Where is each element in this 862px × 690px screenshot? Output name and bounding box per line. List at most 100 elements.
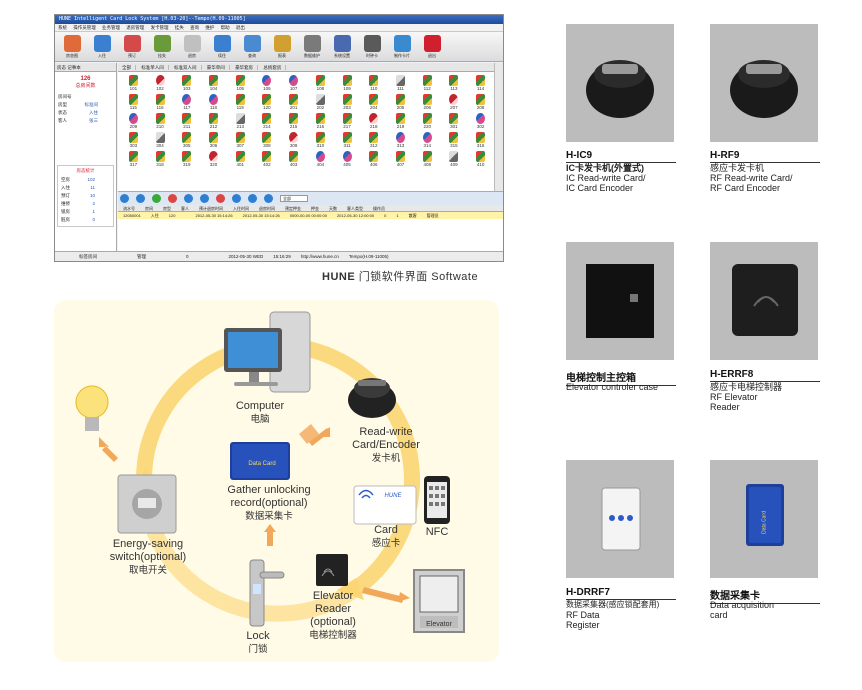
room-status-icon: [289, 75, 299, 86]
room-number: 218: [370, 124, 378, 129]
room-cell: 408: [414, 151, 441, 167]
table-cell: 2012-05-30 12:00:00: [336, 213, 375, 218]
room-number: 407: [396, 162, 405, 167]
room-cell: 215: [280, 113, 307, 129]
phone-illustration: [424, 476, 450, 524]
action-icon: [216, 194, 225, 203]
room-cell: 316: [467, 132, 494, 148]
room-cell: 220: [414, 113, 441, 129]
menu-item: 查询: [190, 25, 200, 30]
room-status-icon: [315, 94, 325, 105]
room-status-icon: [182, 132, 192, 143]
room-status-icon: [422, 113, 432, 124]
toolbar-label: 系统设置: [334, 53, 350, 58]
room-number: 318: [156, 162, 164, 167]
room-status-icon: [155, 94, 165, 105]
room-number: 406: [370, 162, 378, 167]
room-cell: 218: [360, 113, 387, 129]
room-status-icon: [369, 75, 379, 86]
room-cell: 207: [441, 94, 468, 110]
toolbar-button: 时钟卡: [357, 32, 387, 62]
tab-room-type: 总统套房: [259, 65, 287, 70]
room-number: 301: [450, 124, 458, 129]
elevator-sign: Elevator: [426, 621, 452, 628]
room-status-icon: [262, 94, 272, 105]
room-cell: 113: [441, 75, 468, 91]
room-number: 104: [209, 86, 218, 91]
room-cell: 209: [120, 113, 147, 129]
toolbar-label: 时钟卡: [366, 53, 378, 58]
room-status-icon: [315, 151, 325, 162]
room-number: 304: [156, 143, 164, 148]
room-cell: 206: [414, 94, 441, 110]
room-status-icon: [342, 132, 352, 143]
table-header-cell: 客人类型: [347, 206, 363, 211]
toolbar-button: 系统设置: [327, 32, 357, 62]
table-cell: 管理员: [426, 213, 439, 218]
card-encoder-icon: [586, 60, 654, 118]
room-status-icon: [315, 132, 325, 143]
dashed-arrows: [99, 424, 410, 603]
room-cell: 303: [120, 132, 147, 148]
room-cell: 302: [467, 113, 494, 129]
software-screenshot: HUNE Intelligent Card Lock System [H.03-…: [54, 14, 504, 262]
data-register-icon: [601, 487, 641, 551]
table-header-cell: 客人: [181, 206, 189, 211]
room-number: 208: [476, 105, 485, 110]
room-cell: 314: [414, 132, 441, 148]
encoder-illustration: [348, 378, 396, 418]
room-count-label: 总房间数: [75, 83, 96, 89]
room-cell: 112: [414, 75, 441, 91]
room-cell: 104: [200, 75, 227, 91]
room-number: 209: [129, 124, 138, 129]
room-cell: 109: [334, 75, 361, 91]
table-cell: 1: [396, 213, 399, 218]
action-icon: [120, 194, 129, 203]
room-type-tabs: 全部 标准单人间 标准双人间 豪华单间 豪华套房 总统套房: [118, 63, 496, 72]
room-number: 206: [423, 105, 431, 110]
room-status-icon: [476, 94, 486, 105]
room-status-icon: [369, 113, 379, 124]
room-number: 315: [450, 143, 458, 148]
toolbar-label: 退出: [428, 53, 436, 58]
room-number: 212: [209, 124, 218, 129]
room-status-icon: [342, 151, 352, 162]
room-cell: 118: [200, 94, 227, 110]
product-image-h-drrf7: [566, 460, 674, 578]
room-number: 111: [397, 86, 404, 91]
menu-item: 退出: [235, 25, 245, 30]
room-status-icon: [128, 75, 138, 86]
status-item: 15:16:29: [273, 254, 291, 259]
room-status-icon: [155, 132, 165, 143]
arrow-gather-to-computer: [299, 424, 319, 444]
room-cell: 107: [280, 75, 307, 91]
room-cell: 102: [147, 75, 174, 91]
room-cell: 103: [173, 75, 200, 91]
room-status-icon: [422, 151, 432, 162]
room-cell: 318: [147, 151, 174, 167]
room-cell: 111: [387, 75, 414, 91]
room-cell: 210: [147, 113, 174, 129]
status-item: 0: [186, 254, 189, 259]
room-number: 204: [370, 105, 378, 110]
caption-en: Softwate: [431, 271, 479, 283]
room-status-icon: [395, 132, 405, 143]
room-number: 101: [129, 86, 138, 91]
tab-room-type: 豪华单间: [202, 65, 230, 70]
room-cell: 311: [334, 132, 361, 148]
rf-card-brand: HUNE: [384, 493, 402, 499]
info-row: 状态入住: [58, 110, 98, 115]
room-number: 120: [263, 105, 271, 110]
room-number: 102: [156, 86, 164, 91]
info-row: 房型标准间: [58, 102, 98, 107]
room-status-icon: [369, 94, 379, 105]
room-status-icon: [128, 113, 138, 124]
room-status-icon: [262, 113, 272, 124]
product-model: H-IC9: [566, 150, 676, 163]
toolbar-label: 制作卡片: [394, 53, 410, 58]
product-image-elevator-case: [566, 242, 674, 360]
table-cell: 2012-05-30 15:14:26: [195, 213, 233, 218]
table-header-cell: 流水号: [123, 206, 135, 211]
